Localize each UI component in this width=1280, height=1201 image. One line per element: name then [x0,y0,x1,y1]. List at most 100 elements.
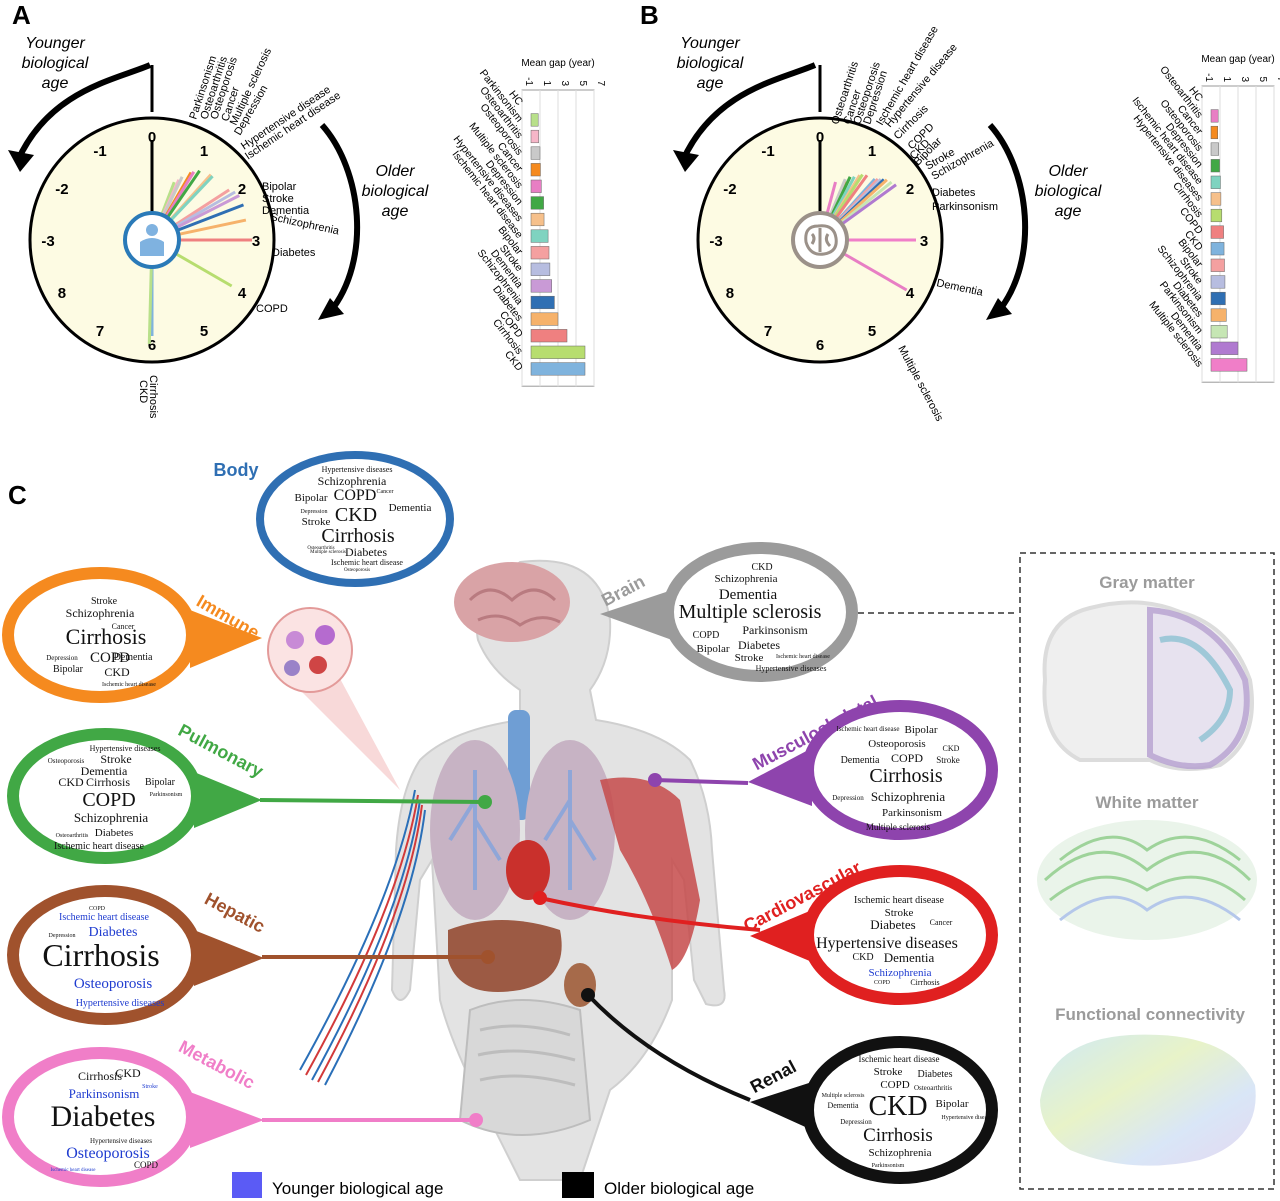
bar [1210,341,1239,355]
clock-disease-label: Dementia [935,277,984,299]
word-cloud-term: Schizophrenia [871,789,946,804]
clock-number: 2 [238,181,246,198]
clock-spoke [147,267,153,345]
younger-text-b-1: Younger [680,35,740,52]
clock-number: 3 [252,233,260,250]
word-cloud-term: CKD [335,504,377,526]
word-cloud-term: Diabetes [918,1069,953,1080]
word-cloud-term: Osteoarthritis [307,546,334,551]
word-cloud-term: Ischemic heart disease [859,1054,940,1064]
word-cloud-term: Depression [46,654,78,662]
younger-text-a-2: biological [22,55,89,72]
legend-younger-swatch [232,1172,262,1198]
clock-disease-label: Dementia [262,205,310,217]
word-cloud-term: Osteoporosis [344,568,370,573]
word-cloud-term: CKD [868,1091,927,1122]
blood-vessels [299,789,426,1086]
word-cloud-term: Schizophrenia [66,606,135,620]
clock-number: -2 [723,181,736,198]
word-cloud-term: Bipolar [905,724,938,736]
bar [530,113,539,127]
bar [530,329,568,343]
bar [1210,159,1220,173]
word-cloud-term: Stroke [735,652,764,664]
bar [530,163,541,177]
clock-spoke [165,171,196,217]
word-cloud-term: Bipolar [697,643,730,655]
word-cloud-term: Hypertensive diseases [90,1137,152,1145]
word-cloud-term: Diabetes [870,917,915,932]
word-cloud-term: Parkinsonism [742,623,808,637]
bar-tick-label: -1 [1203,73,1214,82]
clock-disease-label: COPD [256,303,288,315]
word-cloud-term: Ischemic heart disease [59,912,150,923]
word-cloud-term: Bipolar [53,664,84,675]
word-cloud-term: Multiple sclerosis [679,601,822,623]
clock-number: 0 [148,129,156,146]
clock-disease-label: Multiple sclerosis [895,344,945,424]
bar [1210,358,1248,372]
bar-tick-label: 3 [1239,76,1250,82]
word-cloud-term: Schizophrenia [869,967,932,979]
word-cloud-term: Dementia [884,950,935,965]
bar [1210,308,1227,322]
brain-shape-icon [804,224,838,256]
clock-spoke [162,176,184,216]
clock-disease-label: Diabetes [932,187,976,199]
word-cloud-term: Hypertensive diseases [816,935,958,952]
word-cloud-term: Osteoporosis [74,976,152,992]
clock-spoke [841,183,897,225]
clock-disease-label: Diabetes [272,247,316,259]
word-cloud-term: COPD [693,630,720,641]
word-cloud-term: Cirrhosis [869,765,943,787]
bar [1210,275,1226,289]
panel-label-c: C [8,480,27,510]
clock-number: -3 [709,233,722,250]
bar-tick-label: 5 [577,80,588,86]
older-text-b-3: age [1055,203,1082,220]
bar [530,345,586,359]
word-cloud-term: Depression [832,794,864,802]
clock-number: 5 [200,323,208,340]
word-cloud-term: Ischemic heart disease [102,682,156,688]
clock-disease-label: Cirrhosis [147,375,159,419]
clock-number: 2 [906,181,914,198]
word-cloud-term: Cirrhosis [321,525,395,547]
word-cloud-term: Ischemic heart disease [837,725,900,733]
body-bubble: Body [214,451,454,587]
word-cloud-term: Osteoporosis [48,757,85,765]
body-title: Body [214,460,259,480]
word-cloud-term: Cirrhosis [86,775,130,789]
word-cloud-term: Multiple sclerosis [310,550,346,555]
word-cloud-term: Hypertensive diseases [756,664,827,673]
word-cloud-term: Parkinsonism [872,1163,905,1169]
word-cloud-term: Bipolar [936,1098,969,1110]
word-cloud-term: Stroke [885,907,914,919]
bar-tick-label: 7 [595,80,606,86]
bar-tick-label: 1 [541,80,552,86]
word-cloud-term: COPD [89,906,106,912]
word-cloud-term: Schizophrenia [715,573,778,585]
clock-number: 1 [868,143,876,160]
younger-text-a-3: age [42,75,69,92]
clock-spoke [177,203,245,232]
word-cloud-term: Schizophrenia [318,474,387,488]
older-text-b-1: Older [1048,163,1088,180]
word-cloud-term: Hypertensive diseases [90,744,161,753]
legend-younger-label: Younger biological age [272,1179,443,1198]
word-cloud-term: Dementia [719,587,778,603]
word-cloud-term: Hypertensive diseases [941,1115,995,1121]
bar [530,279,552,293]
bar-chart-title: Mean gap (year) [521,58,594,69]
word-cloud-term: Dementia [389,502,432,514]
word-cloud-term: Cancer [112,622,135,631]
clock-number: 8 [726,285,734,302]
younger-text-b-2: biological [677,55,744,72]
gray-matter-image [1042,600,1254,771]
word-cloud-term: Stroke [91,596,118,607]
liver-organ [448,920,562,992]
clock-spoke [832,176,856,217]
word-cloud-term: Depression [301,509,328,515]
younger-text-a-1: Younger [25,35,85,52]
clock-number: 6 [148,337,156,354]
